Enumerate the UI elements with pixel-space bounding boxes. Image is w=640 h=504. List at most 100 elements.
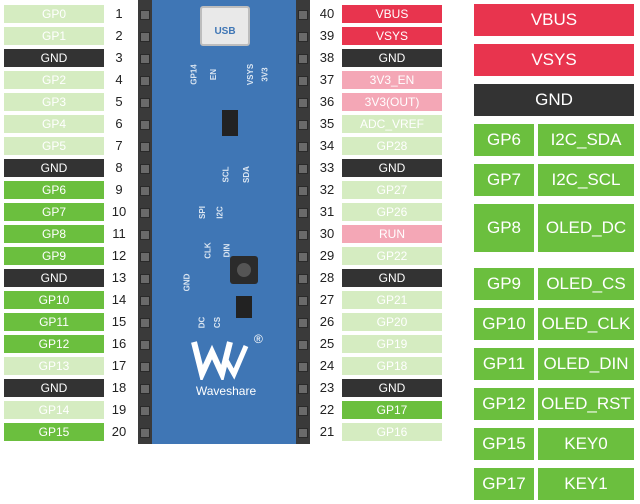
function-pin-label: GP7 — [474, 164, 534, 196]
pin-label-right: GP27 — [342, 181, 442, 199]
header-pin — [140, 340, 150, 350]
pin-number-right: 40 — [319, 6, 335, 21]
pin-label-right: GP22 — [342, 247, 442, 265]
header-pin — [140, 296, 150, 306]
silkscreen-label: GND — [182, 273, 192, 292]
function-pin-label: GP15 — [474, 428, 534, 460]
function-name-label: OLED_DIN — [538, 348, 634, 380]
pin-label-right: 3V3_EN — [342, 71, 442, 89]
pin-label-left: GP13 — [4, 357, 104, 375]
silkscreen-label: 3V3 — [260, 67, 270, 82]
pin-label-right: ADC_VREF — [342, 115, 442, 133]
header-pin — [298, 406, 308, 416]
pin-number-left: 14 — [111, 292, 127, 307]
pin-number-right: 24 — [319, 358, 335, 373]
function-name-label: I2C_SCL — [538, 164, 634, 196]
header-pin — [140, 274, 150, 284]
pin-number-left: 15 — [111, 314, 127, 329]
power-label: GND — [474, 84, 634, 116]
header-pin — [298, 274, 308, 284]
pin-label-right: VSYS — [342, 27, 442, 45]
header-pin — [140, 54, 150, 64]
pin-number-right: 26 — [319, 314, 335, 329]
pin-label-left: GP12 — [4, 335, 104, 353]
pin-label-right: GP16 — [342, 423, 442, 441]
power-label: VBUS — [474, 4, 634, 36]
pin-label-left: GP4 — [4, 115, 104, 133]
pin-number-right: 32 — [319, 182, 335, 197]
silkscreen-label: CS — [213, 316, 223, 329]
pin-number-right: 28 — [319, 270, 335, 285]
silkscreen-label: GP14 — [189, 64, 199, 85]
header-pin — [140, 76, 150, 86]
pin-label-left: GP3 — [4, 93, 104, 111]
header-pin — [298, 318, 308, 328]
pin-label-left: GP1 — [4, 27, 104, 45]
function-name-label: OLED_RST — [538, 388, 634, 420]
usb-connector: USB — [200, 6, 250, 46]
header-pin — [298, 340, 308, 350]
pin-label-left: GP6 — [4, 181, 104, 199]
pin-label-left: GP9 — [4, 247, 104, 265]
header-pin — [298, 208, 308, 218]
pin-number-right: 35 — [319, 116, 335, 131]
silkscreen-label: SPI — [197, 206, 207, 219]
function-pin-label: GP8 — [474, 204, 534, 252]
pin-number-left: 12 — [111, 248, 127, 263]
pin-number-right: 29 — [319, 248, 335, 263]
header-pin — [298, 230, 308, 240]
silkscreen-label: DIN — [222, 243, 232, 258]
small-chip — [236, 296, 252, 318]
power-label: VSYS — [474, 44, 634, 76]
header-pin — [140, 208, 150, 218]
header-pin — [298, 362, 308, 372]
header-pin — [298, 10, 308, 20]
silkscreen-label: CLK — [203, 242, 213, 259]
silkscreen-label: SDA — [241, 166, 251, 183]
pin-number-left: 4 — [115, 72, 123, 87]
pin-number-right: 25 — [319, 336, 335, 351]
pin-number-left: 20 — [111, 424, 127, 439]
waveshare-logo-icon — [191, 341, 249, 380]
pin-label-right: GND — [342, 49, 442, 67]
silkscreen-label: VSYS — [246, 63, 256, 86]
pin-number-left: 8 — [115, 160, 123, 175]
pin-number-left: 13 — [111, 270, 127, 285]
pin-number-left: 9 — [115, 182, 123, 197]
pin-number-left: 5 — [115, 94, 123, 109]
header-pin — [298, 76, 308, 86]
pin-label-left: GND — [4, 269, 104, 287]
pin-number-right: 30 — [319, 226, 335, 241]
header-pin — [140, 32, 150, 42]
header-pin — [298, 296, 308, 306]
pin-label-right: GP21 — [342, 291, 442, 309]
pin-number-left: 16 — [111, 336, 127, 351]
pin-label-left: GP15 — [4, 423, 104, 441]
pin-number-left: 7 — [115, 138, 123, 153]
header-pin — [298, 54, 308, 64]
header-pin — [140, 384, 150, 394]
header-pin — [140, 164, 150, 174]
pin-number-left: 18 — [111, 380, 127, 395]
silkscreen-label: I2C — [215, 206, 225, 219]
pin-label-left: GP11 — [4, 313, 104, 331]
pin-number-right: 38 — [319, 50, 335, 65]
pin-label-left: GP5 — [4, 137, 104, 155]
key-icon — [237, 263, 251, 277]
header-pin — [298, 32, 308, 42]
function-pin-label: GP12 — [474, 388, 534, 420]
header-pin — [298, 384, 308, 394]
header-pin — [298, 186, 308, 196]
silkscreen-label: DC — [197, 316, 207, 329]
header-pin — [140, 318, 150, 328]
header-pin — [140, 362, 150, 372]
pin-label-left: GP10 — [4, 291, 104, 309]
pin-label-left: GND — [4, 49, 104, 67]
function-pin-label: GP6 — [474, 124, 534, 156]
pin-number-right: 23 — [319, 380, 335, 395]
header-pin — [298, 428, 308, 438]
registered-mark: ® — [254, 332, 263, 346]
pin-label-right: GP18 — [342, 357, 442, 375]
pin-label-right: RUN — [342, 225, 442, 243]
